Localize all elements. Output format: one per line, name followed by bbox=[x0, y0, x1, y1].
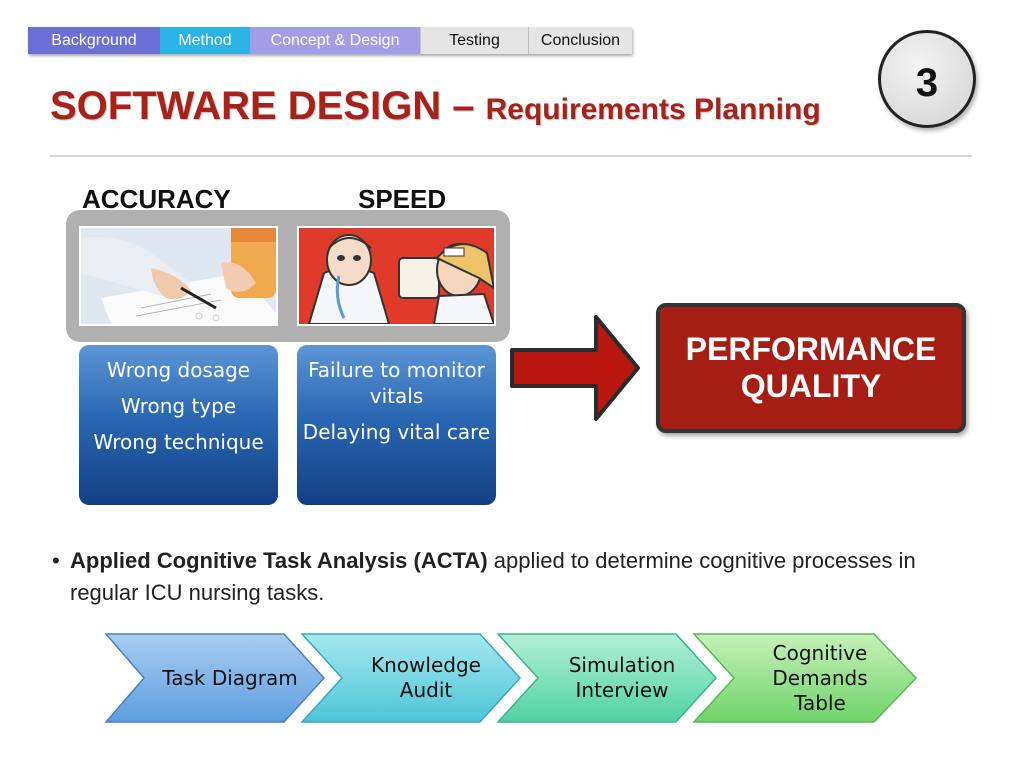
accuracy-label: ACCURACY bbox=[82, 184, 231, 214]
tab-conclusion[interactable]: Conclusion bbox=[528, 27, 632, 54]
speed-label: SPEED bbox=[358, 184, 447, 214]
bullet-text: Applied Cognitive Task Analysis (ACTA) a… bbox=[52, 545, 952, 609]
speed-item: Failure to monitor vitals bbox=[308, 358, 485, 408]
section-nav: Background Method Concept & Design Testi… bbox=[28, 27, 632, 54]
chevron-step-4 bbox=[692, 633, 918, 723]
title-subtitle: Requirements Planning bbox=[485, 93, 821, 126]
bullet-rest-text: applied to determine cognitive processes… bbox=[70, 548, 916, 605]
chevron-step-3 bbox=[496, 633, 718, 723]
speed-card: Failure to monitor vitals Delaying vital… bbox=[297, 345, 496, 505]
chevron-step-1 bbox=[104, 633, 326, 723]
step-cognitive-demands-table: Cognitive Demands Table bbox=[772, 640, 868, 715]
step-knowledge-audit: Knowledge Audit bbox=[371, 653, 481, 702]
accuracy-card: Wrong dosage Wrong type Wrong technique bbox=[79, 345, 278, 505]
speed-item: Delaying vital care bbox=[302, 420, 491, 444]
prescription-writing-image bbox=[79, 226, 278, 326]
outcome-line-2: QUALITY bbox=[740, 368, 882, 404]
outcome-line-1: PERFORMANCE bbox=[685, 331, 937, 367]
bullet-bold-text: Applied Cognitive Task Analysis (ACTA) bbox=[70, 548, 488, 573]
chevron-step-2 bbox=[300, 633, 522, 723]
slide-title: SOFTWARE DESIGN – Requirements Planning bbox=[50, 84, 821, 129]
title-main: SOFTWARE DESIGN – bbox=[50, 84, 486, 128]
tab-method[interactable]: Method bbox=[160, 27, 250, 54]
title-divider bbox=[50, 155, 972, 157]
acta-process-flow: Task Diagram Knowledge Audit Simulation … bbox=[104, 630, 924, 726]
bullet-dot: • bbox=[52, 548, 60, 573]
accuracy-item: Wrong type bbox=[120, 394, 237, 418]
accuracy-item: Wrong dosage bbox=[106, 358, 251, 382]
bullet-point: • Applied Cognitive Task Analysis (ACTA)… bbox=[52, 545, 952, 609]
tab-background[interactable]: Background bbox=[28, 27, 160, 54]
performance-quality-box: PERFORMANCE QUALITY bbox=[656, 303, 966, 433]
step-task-diagram: Task Diagram bbox=[162, 665, 298, 690]
tab-concept-design[interactable]: Concept & Design bbox=[250, 27, 420, 54]
tab-testing[interactable]: Testing bbox=[420, 27, 528, 54]
right-arrow-icon bbox=[510, 315, 640, 421]
step-simulation-interview: Simulation Interview bbox=[568, 653, 676, 702]
accuracy-item: Wrong technique bbox=[93, 430, 264, 454]
page-number-badge: 3 bbox=[878, 30, 976, 128]
doctor-nurse-image bbox=[297, 226, 496, 326]
